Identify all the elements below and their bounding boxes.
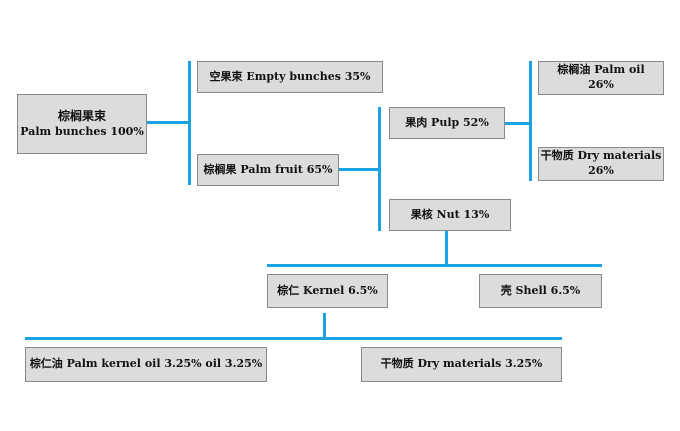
node-empty-bunches: 空果束 Empty bunches 35% bbox=[197, 61, 383, 93]
node-palm-bunches-en: Palm bunches 100% bbox=[20, 124, 144, 138]
node-shell-label: 壳 Shell 6.5% bbox=[500, 283, 581, 297]
node-shell: 壳 Shell 6.5% bbox=[479, 274, 602, 308]
connector-nut-v bbox=[445, 231, 448, 264]
node-pulp: 果肉 Pulp 52% bbox=[389, 107, 505, 139]
node-palm-kernel-oil-label: 棕仁油 Palm kernel oil 3.25% oil 3.25% bbox=[29, 357, 263, 371]
node-palm-oil-line1: 棕榈油 Palm oil bbox=[557, 63, 645, 77]
node-nut-label: 果核 Nut 13% bbox=[410, 207, 490, 221]
node-palm-oil: 棕榈油 Palm oil 26% bbox=[538, 61, 664, 95]
connector-pulp-bracket bbox=[529, 61, 532, 181]
connector-fruit-bracket bbox=[378, 107, 381, 231]
node-empty-bunches-label: 空果束 Empty bunches 35% bbox=[209, 69, 371, 83]
node-palm-kernel-oil: 棕仁油 Palm kernel oil 3.25% oil 3.25% bbox=[25, 347, 267, 382]
node-dry-materials-pulp-line2: 26% bbox=[588, 164, 614, 177]
node-kernel-label: 棕仁 Kernel 6.5% bbox=[277, 283, 378, 297]
connector-kernel-bar bbox=[25, 337, 562, 340]
node-dry-materials-pulp: 干物质 Dry materials 26% bbox=[538, 147, 664, 181]
node-dry-materials-pulp-line1: 干物质 Dry materials bbox=[540, 149, 662, 163]
node-kernel: 棕仁 Kernel 6.5% bbox=[267, 274, 388, 308]
connector-kernel-v bbox=[323, 313, 326, 337]
node-palm-fruit-label: 棕榈果 Palm fruit 65% bbox=[203, 162, 333, 176]
node-dry-materials-kernel: 干物质 Dry materials 3.25% bbox=[361, 347, 562, 382]
node-pulp-label: 果肉 Pulp 52% bbox=[405, 115, 489, 129]
node-palm-oil-line2: 26% bbox=[588, 78, 614, 91]
connector-pulp-h bbox=[505, 122, 530, 125]
connector-nut-bar bbox=[267, 264, 602, 267]
connector-bunches-bracket bbox=[188, 61, 191, 185]
node-nut: 果核 Nut 13% bbox=[389, 199, 511, 231]
node-dry-materials-kernel-label: 干物质 Dry materials 3.25% bbox=[380, 357, 543, 371]
connector-fruit-h bbox=[339, 168, 379, 171]
node-palm-bunches: 棕榈果束 Palm bunches 100% bbox=[17, 94, 147, 154]
node-palm-bunches-zh: 棕榈果束 bbox=[57, 109, 106, 124]
connector-bunches-h bbox=[147, 121, 190, 124]
node-palm-fruit: 棕榈果 Palm fruit 65% bbox=[197, 154, 339, 186]
